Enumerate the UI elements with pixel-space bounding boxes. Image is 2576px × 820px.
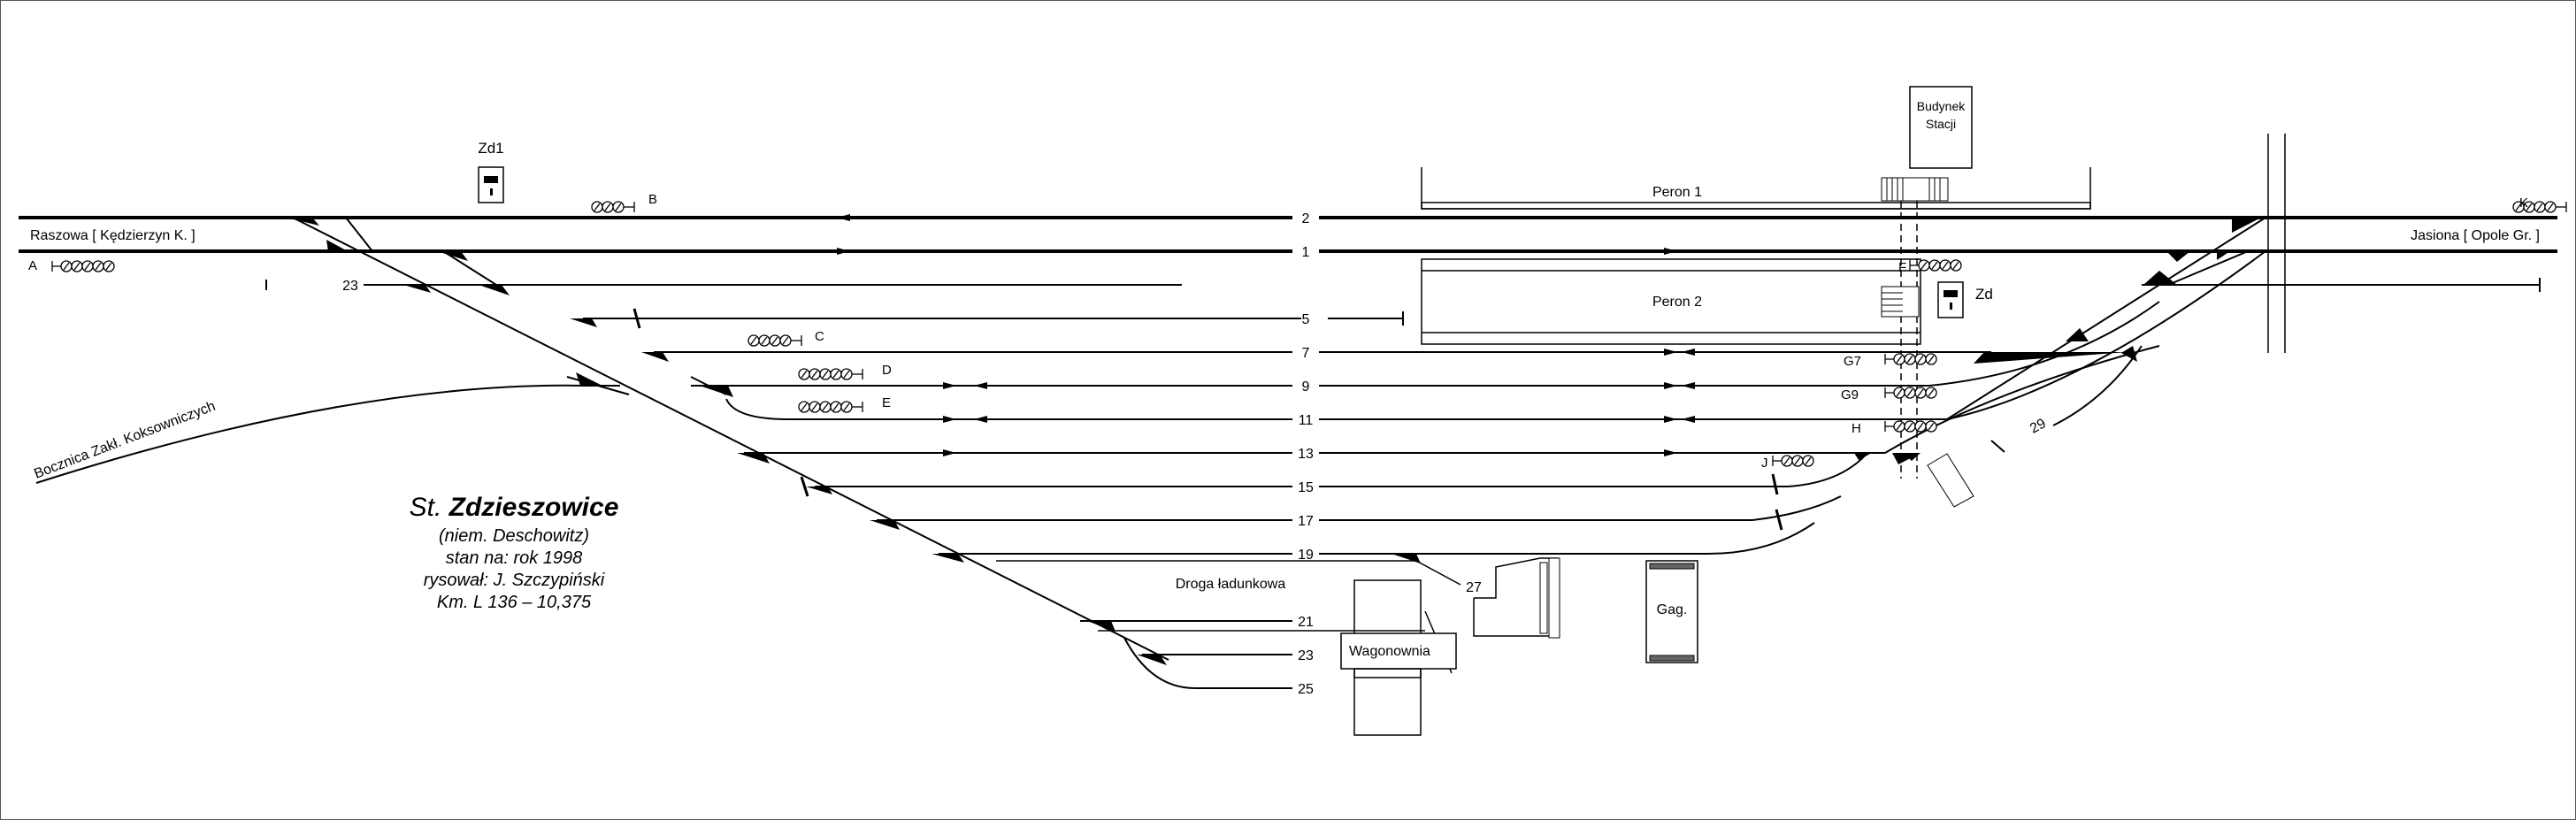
track-9-line (691, 301, 2160, 387)
switch-marks (286, 218, 2261, 665)
track-23-left-label: 23 (342, 279, 358, 294)
signal-K-glyph (2512, 201, 2567, 213)
signal-F-label: F (1898, 260, 1906, 275)
crossover-2-1 (345, 217, 373, 252)
station-building-label-2: Stacji (1926, 117, 1956, 131)
track-29-label: 29 (2028, 416, 2049, 436)
direction-arrows (837, 214, 1695, 456)
track-19-label: 19 (1298, 548, 1314, 563)
station-building (1909, 86, 1973, 169)
signal-D-glyph (798, 368, 863, 380)
track-9-label: 9 (1302, 379, 1310, 395)
signal-box-zd1-label: Zd1 (478, 140, 503, 157)
signal-J-glyph (1772, 455, 1814, 467)
wagonownia-box (1340, 632, 1457, 670)
signal-A-label: A (28, 258, 37, 273)
track-5-label: 5 (1302, 312, 1310, 327)
platform-1-label: Peron 1 (1652, 185, 1702, 200)
signal-J-label: J (1761, 456, 1768, 471)
signal-D-label: D (882, 363, 892, 378)
signal-C-glyph (748, 334, 802, 347)
signal-glyphs (51, 201, 2567, 467)
track-11-line (725, 250, 2266, 420)
platform-2-label: Peron 2 (1652, 295, 1702, 310)
track-15-label: 15 (1298, 480, 1314, 495)
track-1-label: 1 (1302, 245, 1310, 260)
garage-building (1645, 560, 1698, 663)
direction-right-label: Jasiona [ Opole Gr. ] (2411, 228, 2540, 243)
station-title: St. Zdzieszowice (410, 493, 619, 522)
track-21-label: 21 (1298, 615, 1314, 630)
garage-label: Gag. (1657, 602, 1688, 617)
track-19-line (939, 522, 1815, 555)
subtitle-line-2: stan na: rok 1998 (446, 548, 583, 568)
signal-E-label: E (882, 395, 891, 410)
track-11-label: 11 (1299, 413, 1314, 428)
crossover-1-23 (442, 250, 497, 286)
track-2-label: 2 (1302, 211, 1310, 226)
signal-box-zd1 (478, 166, 504, 203)
carriage-shed-label: Wagonownia (1349, 644, 1430, 659)
signal-F-glyph (1909, 259, 1962, 272)
track-17-line (877, 495, 1842, 521)
signal-K-label: K (2519, 195, 2528, 211)
signal-B-glyph (591, 201, 635, 213)
signal-G9-label: G9 (1841, 387, 1859, 402)
siding-label: Bocznica Zakł. Koksowniczych (32, 399, 217, 482)
wagonownia-base (1353, 668, 1422, 736)
track-23-label: 23 (1298, 648, 1314, 663)
station-building-label-1: Budynek (1917, 99, 1966, 113)
siding-line (35, 384, 620, 484)
track-25-label: 25 (1298, 682, 1314, 697)
track-13-label: 13 (1298, 447, 1314, 462)
signal-box-zd (1937, 281, 1964, 318)
derail-markers (632, 308, 1783, 531)
subtitle-line-4: Km. L 136 – 10,375 (437, 593, 592, 612)
subtitle-line-1: (niem. Deschowitz) (439, 526, 589, 546)
loading-road-label: Droga ładunkowa (1176, 577, 1286, 592)
carriage-shed (1353, 579, 1422, 678)
signal-G9-glyph (1884, 387, 1937, 399)
signal-G7-glyph (1884, 353, 1937, 365)
track-29-line (2052, 345, 2143, 426)
track-7-label: 7 (1302, 346, 1310, 361)
track-25-line (1123, 637, 1292, 689)
track-17-label: 17 (1298, 514, 1314, 529)
direction-left-label: Raszowa [ Kędzierzyn K. ] (30, 228, 196, 243)
signal-box-zd-label: Zd (1975, 286, 1993, 303)
signal-E-glyph (798, 401, 863, 413)
stairs (1539, 177, 1974, 662)
track-15-line (815, 452, 1868, 487)
signal-C-label: C (815, 329, 824, 344)
signal-H-glyph (1884, 420, 1937, 433)
signal-B-label: B (648, 192, 657, 207)
subtitle-line-3: rysował: J. Szczypiński (424, 571, 605, 590)
signal-H-label: H (1852, 421, 1861, 436)
right-throat-diagonal (1946, 217, 2266, 420)
signal-G7-label: G7 (1844, 354, 1861, 369)
platform-2-outline (1421, 258, 1921, 345)
signal-A-glyph (51, 260, 115, 272)
track-27-label: 27 (1466, 580, 1482, 595)
left-throat-diagonal (292, 217, 1169, 661)
